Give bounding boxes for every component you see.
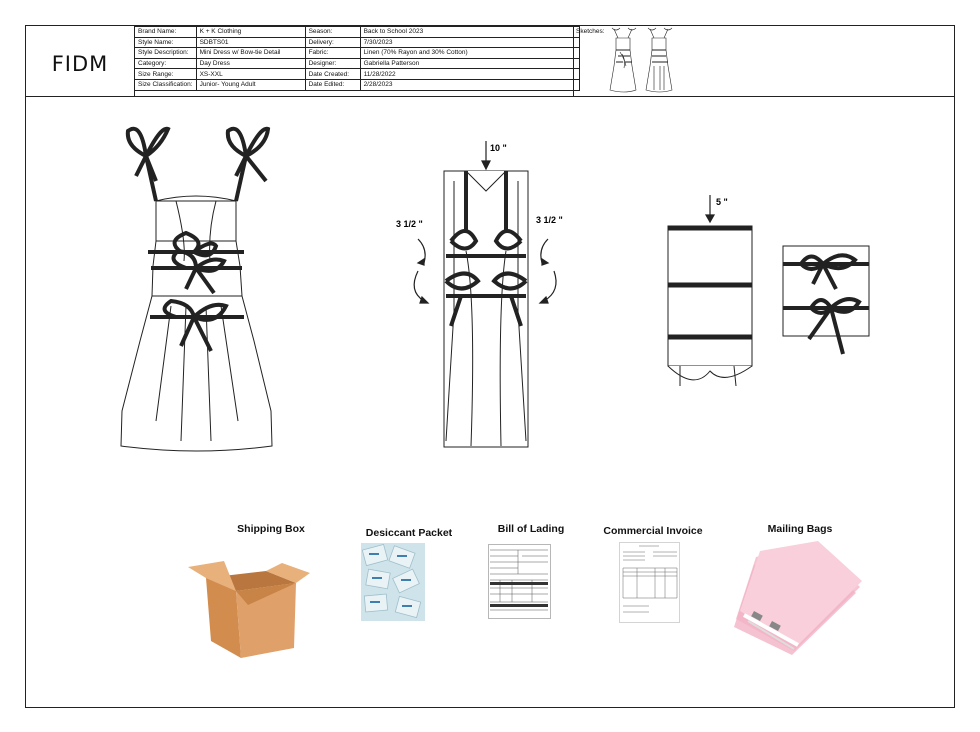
measure-left-label: 3 1/2 " <box>396 219 423 229</box>
spec-value: K + K Clothing <box>195 26 306 38</box>
shipping-box-icon <box>188 561 310 658</box>
spec-value: Day Dress <box>195 57 306 70</box>
spec-row: Style Description:Mini Dress w/ Bow-tie … <box>134 47 580 59</box>
spec-value: XS-XXL <box>195 68 306 80</box>
spec-value: Junior- Young Adult <box>195 78 306 91</box>
folded-garment-sketch: 5 " <box>667 195 753 387</box>
spec-label: Designer: <box>304 57 361 70</box>
spec-value: SDBTS01 <box>195 36 306 49</box>
shipping-box-label: Shipping Box <box>237 523 305 535</box>
mailing-bags-icon <box>734 541 862 655</box>
spec-value: Linen (70% Rayon and 30% Cotton) <box>359 47 580 59</box>
spec-label: Date Created: <box>304 68 361 80</box>
spec-label: Size Classification: <box>134 78 197 91</box>
sketch-front-thumbnail <box>609 27 637 93</box>
spec-label: Style Description: <box>134 47 197 59</box>
spec-value: Gabriella Patterson <box>359 57 580 70</box>
bow-detail-sketch <box>782 245 870 355</box>
bill-of-lading-icon <box>488 544 551 619</box>
spec-label: Fabric: <box>304 47 361 59</box>
spec-value: 2/28/2023 <box>359 78 580 91</box>
mailing-bags-label: Mailing Bags <box>767 523 833 535</box>
measure-top-label: 10 " <box>490 143 507 153</box>
spec-label: Category: <box>134 57 197 70</box>
sketches-cell: Sketches: <box>573 26 955 96</box>
commercial-invoice-icon <box>619 542 680 623</box>
bill-of-lading-label: Bill of Lading <box>497 523 565 535</box>
measure-fold-label: 5 " <box>716 197 728 207</box>
spec-label: Size Range: <box>134 68 197 80</box>
logo-cell: FIDM <box>26 26 135 96</box>
sketch-thumbnails <box>609 27 673 93</box>
dress-flat-sketch <box>120 126 273 452</box>
spec-value: Back to School 2023 <box>359 26 580 38</box>
spec-label: Brand Name: <box>134 26 197 38</box>
dress-construction-sketch: 10 " 3 1/2 " 3 1/2 " <box>396 141 563 448</box>
desiccant-packet-label: Desiccant Packet <box>365 527 453 539</box>
commercial-invoice-label: Commercial Invoice <box>603 525 703 537</box>
measure-right-label: 3 1/2 " <box>536 215 563 225</box>
spec-value: 7/30/2023 <box>359 36 580 49</box>
spec-value: 11/28/2022 <box>359 68 580 80</box>
spec-value: Mini Dress w/ Bow-tie Detail <box>195 47 306 59</box>
desiccant-packet-icon <box>361 543 425 621</box>
spec-label: Delivery: <box>304 36 361 49</box>
brand-logo: FIDM <box>51 52 109 76</box>
spec-label: Date Edited: <box>304 78 361 91</box>
spec-label: Style Name: <box>134 36 197 49</box>
sketch-back-thumbnail <box>645 27 673 93</box>
spec-label: Season: <box>304 26 361 38</box>
sketches-label: Sketches: <box>576 28 605 35</box>
